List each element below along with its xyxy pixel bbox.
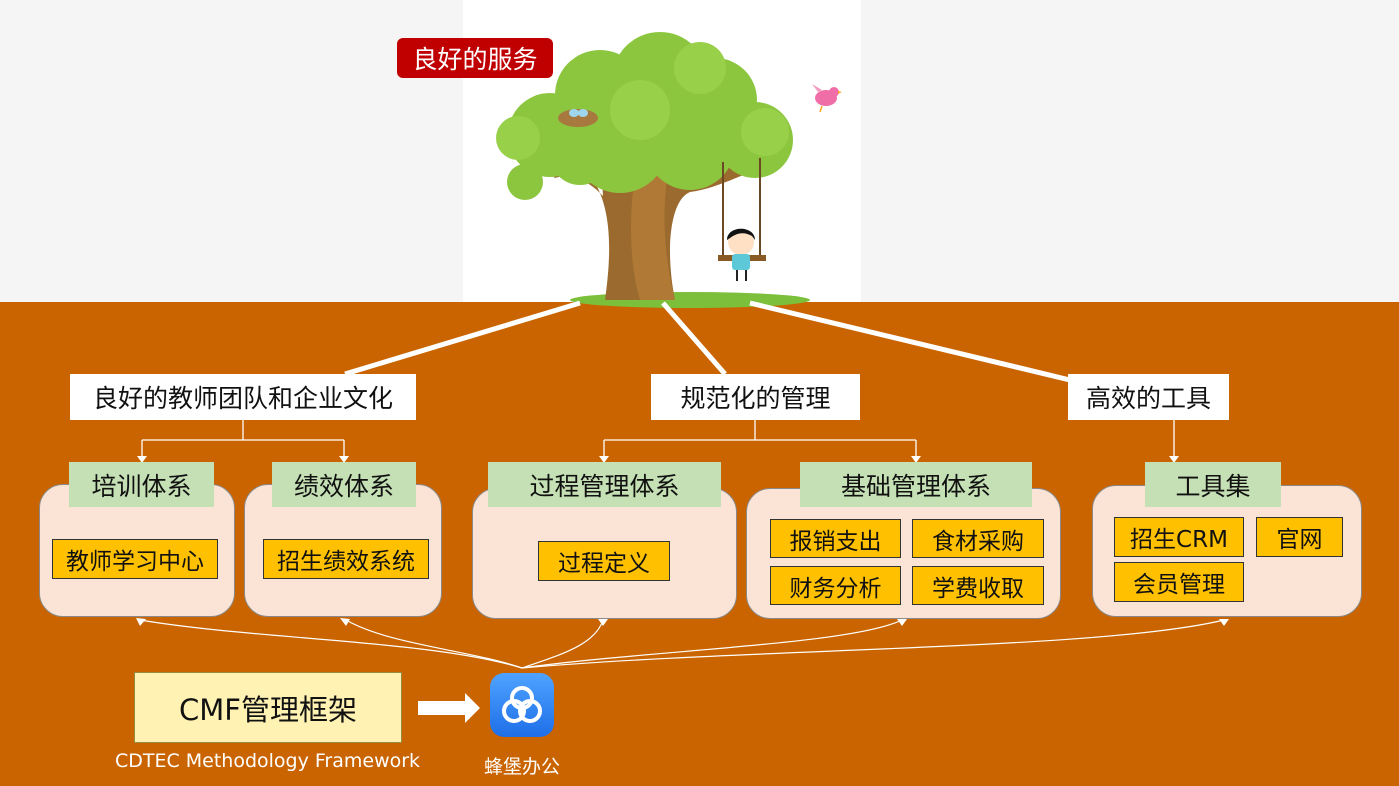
item-food-procurement: 食材采购 — [912, 519, 1044, 558]
arrow-to-training — [137, 456, 147, 463]
item-reimbursement: 报销支出 — [770, 519, 901, 558]
item-member-management: 会员管理 — [1114, 562, 1244, 602]
child-on-swing-icon — [727, 228, 755, 281]
bird-nest-icon — [558, 109, 598, 127]
tab-toolset: 工具集 — [1145, 462, 1281, 507]
tree-foliage — [496, 32, 793, 200]
app-name-label: 蜂堡办公 — [483, 756, 560, 778]
tab-base-system: 基础管理体系 — [800, 462, 1032, 507]
pillar-label-management: 规范化的管理 — [651, 374, 860, 420]
item-financial-analysis: 财务分析 — [770, 566, 901, 605]
tab-process-system: 过程管理体系 — [488, 462, 721, 507]
app-to-panels-arrows — [139, 619, 1225, 669]
fengbao-office-logo-icon — [490, 673, 554, 737]
app-arrow-heads — [136, 618, 1229, 626]
item-process-definition: 过程定义 — [538, 541, 670, 581]
item-teacher-learning-center: 教师学习中心 — [52, 539, 218, 579]
arrow-to-process — [599, 456, 609, 463]
item-tuition-collection: 学费收取 — [912, 566, 1044, 605]
cmf-framework-box: CMF管理框架 — [134, 672, 402, 743]
tab-training-system: 培训体系 — [69, 462, 214, 507]
arrow-to-performance — [339, 456, 349, 463]
bracket-pillar-2 — [603, 419, 917, 458]
panel-process-system — [472, 488, 737, 619]
item-enrollment-crm: 招生CRM — [1114, 517, 1244, 557]
good-service-badge: 良好的服务 — [397, 38, 553, 78]
cmf-framework-caption: CDTEC Methodology Framework — [114, 750, 421, 772]
bracket-pillar-1 — [141, 419, 345, 458]
item-official-site: 官网 — [1256, 517, 1343, 557]
pillar-label-teacher-culture: 良好的教师团队和企业文化 — [70, 374, 416, 420]
item-enrollment-performance: 招生绩效系统 — [263, 539, 429, 579]
framework-to-app-arrow — [418, 693, 480, 723]
arrow-to-tools — [1169, 456, 1179, 463]
pillar-label-tools: 高效的工具 — [1068, 374, 1229, 420]
connector-tree-pillar-2 — [661, 301, 727, 376]
connector-tree-pillar-3 — [749, 300, 1071, 383]
connector-tree-pillar-1 — [344, 300, 581, 377]
arrow-to-base — [911, 456, 921, 463]
pink-bird-icon — [812, 84, 842, 113]
tab-performance-system: 绩效体系 — [272, 462, 416, 507]
